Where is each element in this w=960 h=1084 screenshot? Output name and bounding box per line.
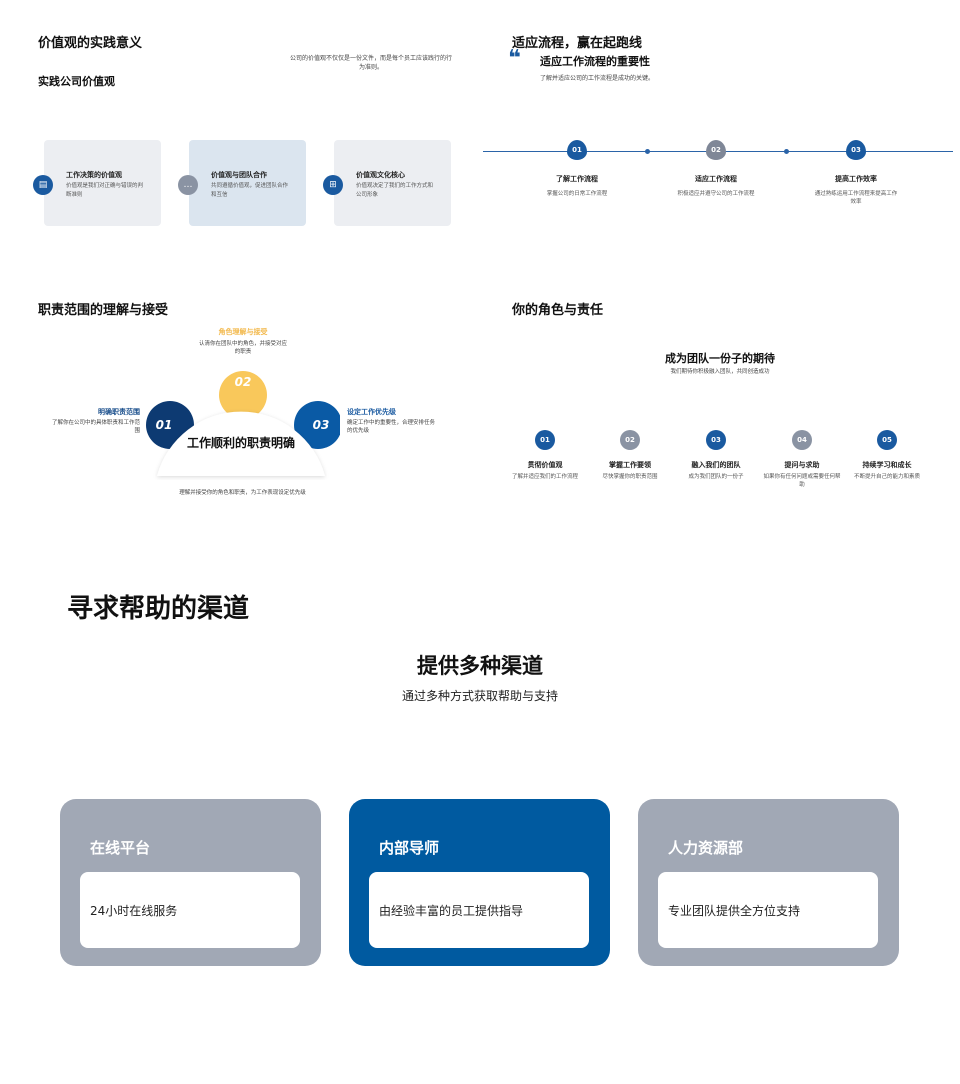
timeline-dot: [784, 149, 789, 154]
item-desc: 了解你在公司中的具体职责和工作范围: [52, 420, 141, 435]
step-title: 贯彻价值观: [527, 461, 563, 469]
step-title: 提问与求助: [784, 461, 820, 469]
step-title: 了解工作流程: [556, 175, 598, 183]
chat-icon: …: [178, 175, 198, 195]
value-card: ▤ 工作决策的价值观 价值观是我们对正确与错误的判断准则: [33, 140, 161, 226]
num-01: 01: [156, 418, 173, 432]
num-03: 03: [313, 418, 330, 432]
section-desc: 了解并适应公司的工作流程是成功的关键。: [540, 75, 655, 82]
item-desc: 认清你在团队中的角色，并接受对应的职责: [198, 341, 287, 356]
channel-desc: 专业团队提供全方位支持: [658, 872, 878, 948]
step-desc: 积极适应并遵守公司的工作流程: [677, 191, 755, 197]
value-card: ⊞ 价值观文化核心 价值观决定了我们的工作方式和公司形象: [323, 140, 451, 226]
card-title: 工作决策的价值观: [66, 171, 122, 179]
step-number: 02: [620, 430, 640, 450]
circle-02: [219, 371, 267, 419]
step-number: 05: [877, 430, 897, 450]
document-icon: ▤: [33, 175, 53, 195]
slide-role-responsibility: 你的角色与责任 成为团队一份子的期待 我们期待你积极融入团队，共同创造成功 01…: [480, 270, 960, 540]
step-number: 04: [792, 430, 812, 450]
slide-title: 适应流程，赢在起跑线: [512, 36, 643, 51]
slide-title: 职责范围的理解与接受: [38, 303, 169, 318]
item-title: 角色理解与接受: [218, 328, 268, 336]
quote-icon: ❝: [508, 46, 521, 71]
card-desc: 共同遵循价值观，促进团队合作和互信: [211, 183, 289, 198]
step-desc: 如果你有任何问题或需要任何帮助: [763, 474, 841, 489]
item-desc: 确定工作中的重要性，合理安排任务的优先级: [347, 420, 436, 435]
slide-title: 价值观的实践意义: [38, 36, 143, 51]
section-heading: 成为团队一份子的期待: [665, 352, 775, 365]
step-title: 适应工作流程: [695, 175, 737, 183]
item-title: 明确职责范围: [98, 408, 140, 416]
card-title: 价值观与团队合作: [211, 171, 267, 179]
channel-title: 在线平台: [90, 839, 151, 857]
section-desc: 我们期待你积极融入团队，共同创造成功: [670, 369, 770, 375]
slide-adapt-process: 适应流程，赢在起跑线 ❝ 适应工作流程的重要性 了解并适应公司的工作流程是成功的…: [480, 0, 960, 270]
step-desc: 成为我们团队的一份子: [688, 474, 744, 480]
channel-card-hr[interactable]: 人力资源部 专业团队提供全方位支持: [638, 799, 899, 966]
slide-title: 寻求帮助的渠道: [67, 594, 250, 624]
center-text: 工作顺利的职责明确: [187, 435, 295, 450]
item-title: 设定工作优先级: [347, 408, 396, 416]
slide-values-practice: 价值观的实践意义 实践公司价值观 公司的价值观不仅仅是一份文件，而是每个员工应该…: [0, 0, 480, 270]
semicircle-diagram: 02 01 03 工作顺利的职责明确: [146, 371, 340, 476]
slide-responsibility-scope: 职责范围的理解与接受 角色理解与接受 认清你在团队中的角色，并接受对应的职责 明…: [0, 270, 480, 540]
num-02: 02: [235, 375, 252, 389]
slide-help-channels: 寻求帮助的渠道 提供多种渠道 通过多种方式获取帮助与支持 在线平台 24小时在线…: [0, 540, 960, 1084]
section-heading: 适应工作流程的重要性: [540, 55, 650, 68]
channel-desc: 由经验丰富的员工提供指导: [369, 872, 589, 948]
card-desc: 价值观决定了我们的工作方式和公司形象: [356, 183, 434, 198]
step-desc: 了解并适应我们的工作流程: [511, 474, 578, 480]
channel-card-online[interactable]: 在线平台 24小时在线服务: [60, 799, 321, 966]
channel-title: 内部导师: [379, 839, 440, 857]
step-title: 掌握工作要领: [609, 461, 651, 469]
slide-note: 公司的价值观不仅仅是一份文件，而是每个员工应该践行的行为准则。: [290, 55, 453, 71]
org-chart-icon: ⊞: [323, 175, 343, 195]
channel-card-mentor[interactable]: 内部导师 由经验丰富的员工提供指导: [349, 799, 610, 966]
step-desc: 掌握公司的日常工作流程: [546, 191, 608, 197]
channel-desc: 24小时在线服务: [80, 872, 300, 948]
semicircle: [157, 411, 325, 476]
slide-subtitle: 实践公司价值观: [38, 75, 115, 88]
step-title: 融入我们的团队: [691, 461, 741, 469]
step-title: 提高工作效率: [835, 175, 877, 183]
card-desc: 价值观是我们对正确与错误的判断准则: [66, 183, 144, 198]
timeline-dot: [645, 149, 650, 154]
step-number: 02: [706, 140, 726, 160]
step-desc: 尽快掌握你的职责范围: [602, 474, 658, 480]
value-card: … 价值观与团队合作 共同遵循价值观，促进团队合作和互信: [178, 140, 306, 226]
channel-title: 人力资源部: [668, 839, 744, 857]
step-title: 持续学习和成长: [862, 461, 912, 469]
slide-title: 你的角色与责任: [512, 303, 604, 318]
circle-03: [294, 401, 340, 449]
footer-text: 理解并接受你的角色和职责，为工作表现设定优先级: [179, 490, 306, 496]
section-heading: 提供多种渠道: [417, 654, 543, 678]
step-desc: 通过熟练运用工作流程来提高工作效率: [814, 191, 898, 206]
section-subheading: 通过多种方式获取帮助与支持: [401, 689, 558, 703]
step-number: 03: [706, 430, 726, 450]
step-number: 01: [535, 430, 555, 450]
step-desc: 不断提升自己的能力和素质: [853, 474, 920, 480]
step-number: 01: [567, 140, 587, 160]
step-number: 03: [846, 140, 866, 160]
card-title: 价值观文化核心: [356, 171, 405, 179]
